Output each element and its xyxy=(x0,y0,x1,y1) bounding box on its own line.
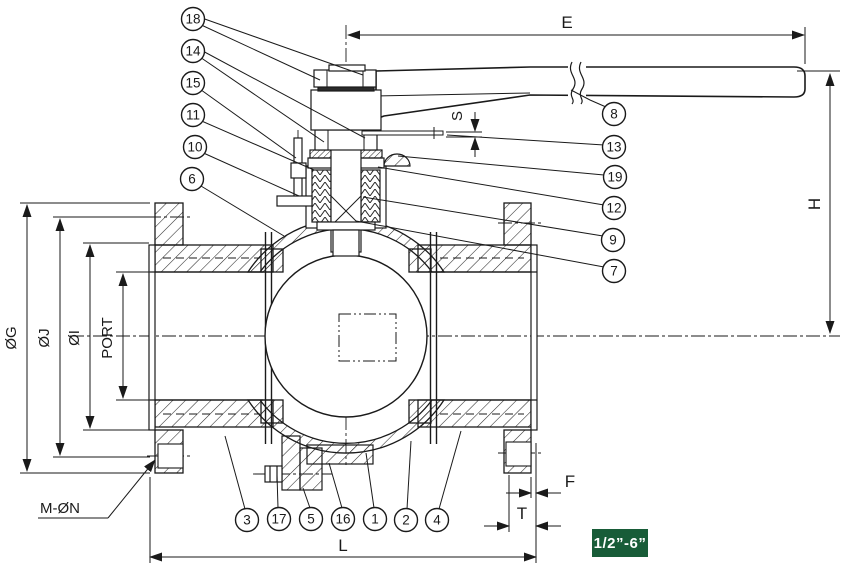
svg-text:16: 16 xyxy=(335,512,350,527)
raised-faces xyxy=(148,244,538,431)
dimension-h xyxy=(797,70,840,334)
svg-text:9: 9 xyxy=(609,233,617,248)
dim-label-dia-g: ØG xyxy=(3,326,20,349)
top-nut xyxy=(313,69,377,88)
break-symbol xyxy=(579,61,585,105)
dimension-dia-i xyxy=(83,242,149,431)
stop-bracket-foot xyxy=(276,195,313,207)
stop-pin xyxy=(361,130,444,136)
callout-balloon-18: 18 xyxy=(180,6,206,32)
bottom-boss xyxy=(264,435,374,491)
dim-label-dia-i: ØI xyxy=(66,330,83,346)
dim-label-h: H xyxy=(805,198,824,210)
seat-ring xyxy=(408,399,432,424)
packing-right xyxy=(360,169,381,223)
callout-balloon-12: 12 xyxy=(601,195,627,221)
dimension-m-n xyxy=(38,459,156,519)
packing-left xyxy=(311,169,332,223)
svg-text:2: 2 xyxy=(402,513,410,528)
dimension-f xyxy=(506,477,561,498)
svg-text:13: 13 xyxy=(606,140,621,155)
svg-text:10: 10 xyxy=(187,140,202,155)
hidden-lines xyxy=(163,257,524,415)
ball-port-outline xyxy=(338,313,397,362)
svg-text:19: 19 xyxy=(607,170,622,185)
svg-text:12: 12 xyxy=(606,201,621,216)
dimension-port xyxy=(116,271,152,401)
dim-label-f: F xyxy=(565,472,575,491)
callout-balloon-11: 11 xyxy=(180,102,206,128)
size-range-badge-bg xyxy=(592,529,648,557)
callout-leader-lines xyxy=(195,16,607,510)
dim-label-dia-j: ØJ xyxy=(36,328,53,347)
dim-label-m-n: M-ØN xyxy=(40,500,80,517)
dim-label-t: T xyxy=(517,504,527,523)
dim-label-e: E xyxy=(561,13,572,32)
dim-label-s: S xyxy=(449,111,466,121)
callout-balloon-6: 6 xyxy=(179,166,205,192)
break-symbol xyxy=(570,61,576,105)
left-flange-top-tab xyxy=(154,202,184,246)
svg-text:11: 11 xyxy=(186,108,200,123)
svg-text:8: 8 xyxy=(610,107,618,122)
svg-text:18: 18 xyxy=(185,12,200,27)
callout-balloon-5: 5 xyxy=(298,506,324,532)
seat-ring xyxy=(408,248,432,273)
callout-balloons: 18 14 15 11 10 6 8 13 19 12 9 7 3 17 5 1… xyxy=(179,6,628,533)
size-range-badge-label: 1/2”-6” xyxy=(594,535,647,552)
size-range-badge: 1/2”-6” xyxy=(592,529,648,557)
callout-balloon-10: 10 xyxy=(182,134,208,160)
callout-balloon-19: 19 xyxy=(602,164,628,190)
bore-lines xyxy=(150,271,537,401)
flange-bolt-holes xyxy=(157,441,532,469)
stem-cap xyxy=(328,64,366,72)
dim-label-l: L xyxy=(338,536,347,555)
svg-text:15: 15 xyxy=(185,76,200,91)
callout-balloon-9: 9 xyxy=(600,227,626,253)
svg-text:17: 17 xyxy=(271,512,286,527)
svg-text:1: 1 xyxy=(371,512,379,527)
callout-balloon-15: 15 xyxy=(180,70,206,96)
svg-text:5: 5 xyxy=(307,512,315,527)
dimension-l xyxy=(149,443,537,563)
callout-balloon-3: 3 xyxy=(234,507,260,533)
dimension-lines xyxy=(20,27,840,563)
svg-text:3: 3 xyxy=(243,513,251,528)
callout-balloon-4: 4 xyxy=(424,507,450,533)
callout-balloon-7: 7 xyxy=(601,258,627,284)
callout-balloon-2: 2 xyxy=(393,507,419,533)
stem-assembly xyxy=(276,61,806,257)
svg-text:7: 7 xyxy=(610,264,618,279)
callout-balloon-16: 16 xyxy=(330,506,356,532)
handle-hub xyxy=(310,89,382,131)
svg-text:4: 4 xyxy=(433,513,441,528)
svg-text:6: 6 xyxy=(188,172,196,187)
callout-balloon-13: 13 xyxy=(601,134,627,160)
callout-balloon-17: 17 xyxy=(266,506,292,532)
callout-balloon-8: 8 xyxy=(601,101,627,127)
stop-cap xyxy=(383,153,411,167)
callout-balloon-14: 14 xyxy=(180,38,206,64)
dimension-dia-g xyxy=(20,202,150,474)
stem-tang xyxy=(332,229,360,257)
ball xyxy=(264,254,428,418)
handle-bend-line xyxy=(375,92,531,97)
dimension-e xyxy=(347,27,806,64)
drain-bolt-head xyxy=(264,465,283,483)
handle-lever xyxy=(375,66,806,121)
dimension-t xyxy=(484,475,561,532)
dimension-dia-j xyxy=(53,216,150,458)
svg-text:14: 14 xyxy=(185,44,201,59)
dim-label-port: PORT xyxy=(99,317,116,358)
callout-balloon-1: 1 xyxy=(362,506,388,532)
